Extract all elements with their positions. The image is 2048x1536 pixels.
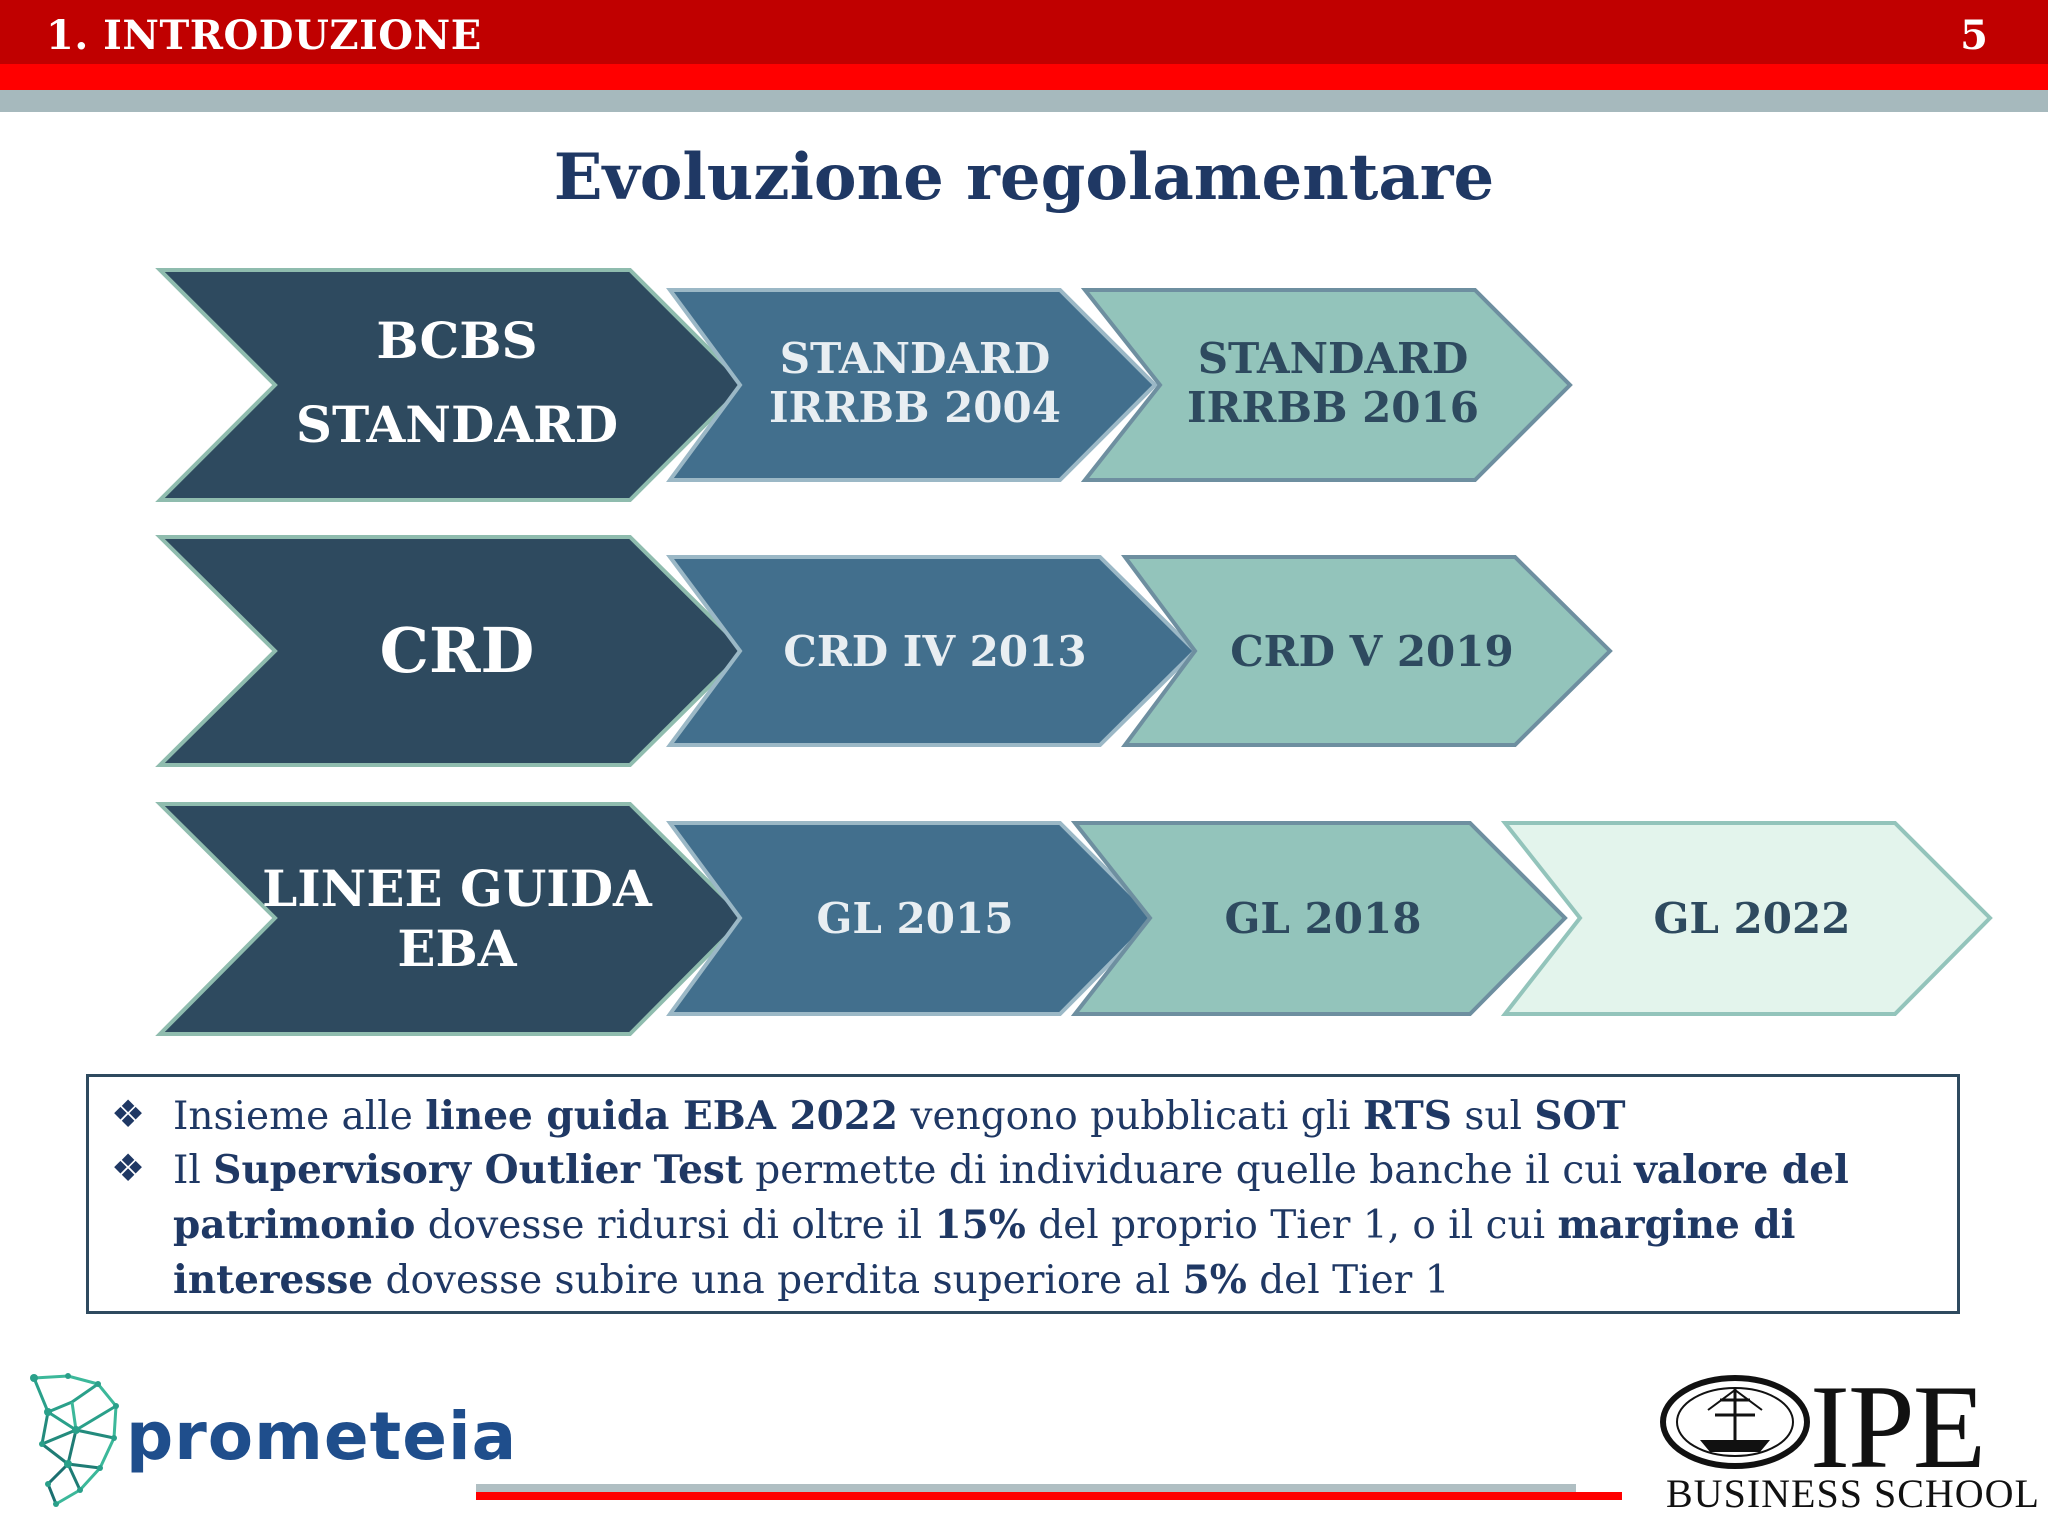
chevron-gl-2018-label: GL 2018: [1225, 894, 1422, 943]
chevron-crd-iv-2013: [666, 555, 1198, 747]
chevron-gl-2018: [1070, 821, 1568, 1016]
chevron-eba-line2: EBA: [397, 919, 517, 978]
chevron-irrbb-2016: [1080, 288, 1573, 482]
chevron-crd-iv-2013-label: CRD IV 2013: [783, 627, 1086, 676]
chevron-crd-v-2019: [1121, 555, 1613, 747]
bullet-icon: ❖: [111, 1092, 146, 1136]
bullet-text-1: Insieme alle linee guida EBA 2022 vengon…: [173, 1093, 1626, 1139]
chevron-crd-label: CRD: [380, 614, 535, 687]
chevron-bcbs-line2: STANDARD: [296, 395, 618, 454]
info-box: ❖ Insieme alle linee guida EBA 2022 veng…: [86, 1074, 1960, 1314]
slide-title: Evoluzione regolamentare: [553, 140, 1495, 215]
chevron-bcbs-line1: BCBS: [376, 311, 537, 370]
chevron-gl-2022-label: GL 2022: [1654, 894, 1851, 943]
chevron-irrbb-2016-line2: IRRBB 2016: [1187, 383, 1479, 432]
chevron-bcbs-standard: [155, 268, 748, 502]
chevron-gl-2015-label: GL 2015: [817, 894, 1014, 943]
bullet-text-2: Il Supervisory Outlier Test permette di …: [173, 1147, 1849, 1303]
ipe-subtitle: BUSINESS SCHOOL: [1666, 1471, 2040, 1516]
header-bar: [0, 0, 2048, 64]
header-gray-stripe: [0, 90, 2048, 112]
prometeia-logo-icon: [30, 1373, 119, 1507]
prometeia-wordmark: prometeia: [126, 1398, 518, 1475]
footer-gray-line: [476, 1484, 1576, 1492]
header-red-stripe: [0, 64, 2048, 90]
chevron-eba-line1: LINEE GUIDA: [262, 859, 653, 918]
chevron-irrbb-2004: [666, 288, 1158, 482]
chevron-crd: [155, 535, 748, 767]
ipe-emblem-icon: [1660, 1375, 1810, 1469]
page-number: 5: [1960, 12, 1988, 59]
chevron-irrbb-2016-line1: STANDARD: [1198, 334, 1469, 383]
chevron-irrbb-2004-line2: IRRBB 2004: [769, 383, 1061, 432]
row-eba: LINEE GUIDA EBA GL 2015 GL 2018 GL 2022: [155, 802, 1993, 1036]
ipe-wordmark: IPE: [1810, 1360, 1986, 1493]
chevron-gl-2015: [666, 821, 1158, 1016]
footer-red-line: [476, 1492, 1622, 1500]
row-bcbs: BCBS STANDARD STANDARD IRRBB 2004 STANDA…: [155, 268, 1573, 502]
section-title: 1. INTRODUZIONE: [46, 12, 482, 59]
chevron-diagram: BCBS STANDARD STANDARD IRRBB 2004 STANDA…: [155, 268, 1993, 1036]
chevron-linee-guida-eba: [155, 802, 748, 1036]
row-crd: CRD CRD IV 2013 CRD V 2019: [155, 535, 1613, 767]
chevron-gl-2022: [1500, 821, 1993, 1016]
chevron-irrbb-2004-line1: STANDARD: [780, 334, 1051, 383]
bullet-icon: ❖: [111, 1146, 146, 1190]
chevron-crd-v-2019-label: CRD V 2019: [1230, 627, 1513, 676]
